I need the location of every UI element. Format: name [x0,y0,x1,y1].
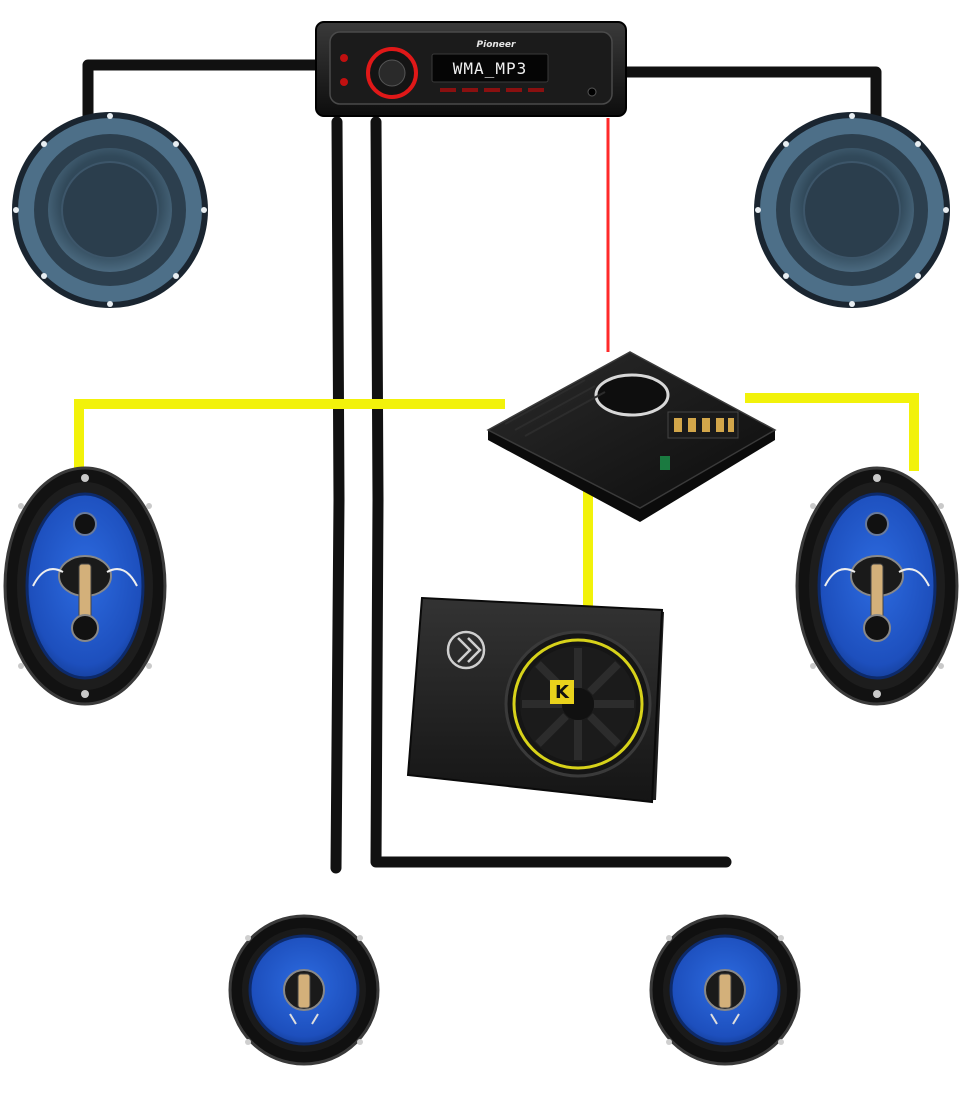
band-button-icon [340,78,348,86]
head-unit-display-text: WMA_MP3 [453,59,527,78]
rear-left-speaker [228,914,380,1066]
wire-amp-to-left-oval-speaker [74,399,505,473]
wire-head-unit-to-rear-left [330,116,345,874]
preset-buttons-row [440,88,544,92]
wire-head-unit-to-front-left-woofer [82,59,324,124]
left-oval-speaker [3,466,167,706]
head-unit-display [431,53,549,83]
wire-head-unit-to-front-right-woofer [620,66,882,124]
head-unit-brand-logo: Pioneer [477,40,516,50]
subwoofer-cone-logo: K [555,682,570,703]
amplifier-heatsink-fins [504,379,606,437]
amplifier-terminal-block [667,411,739,439]
front-right-woofer [754,112,950,308]
subwoofer-driver: K [504,630,652,778]
wire-amp-to-right-oval-speaker [745,393,919,471]
volume-knob-center-icon [378,59,406,87]
front-left-woofer [12,112,208,308]
amplifier-top [486,351,777,509]
aux-jack-icon [587,87,597,97]
source-button-icon [340,54,348,62]
car-amplifier [486,351,777,522]
amplifier-logo-ring-icon [594,373,670,417]
subwoofer-brand-logo-icon [446,630,486,670]
subwoofer-enclosure: K [406,596,664,804]
right-oval-speaker [795,466,959,706]
rear-right-speaker [649,914,801,1066]
wire-head-unit-to-rear-right [370,116,732,868]
car-stereo-head-unit: WMA_MP3 Pioneer [315,21,627,117]
amplifier-status-led-icon [660,456,670,470]
wire-layer [74,59,919,874]
